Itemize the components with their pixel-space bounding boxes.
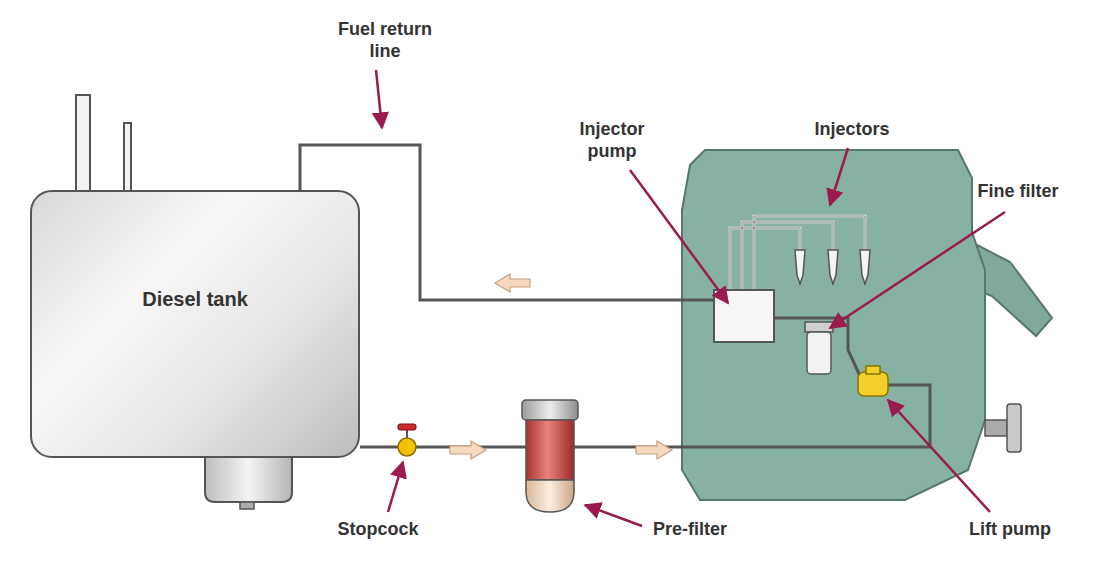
part-label: Pre-filter bbox=[630, 518, 750, 540]
part-label: Stopcock bbox=[318, 518, 438, 540]
pre-filter-cap bbox=[522, 400, 578, 420]
pre-filter-bowl bbox=[526, 480, 574, 512]
leader-line bbox=[888, 400, 990, 512]
flow-arrow bbox=[495, 274, 530, 292]
leader-line bbox=[830, 148, 848, 205]
lift-pump-lever bbox=[866, 366, 880, 374]
diesel-tank: Diesel tank bbox=[30, 190, 360, 458]
pre-filter-element bbox=[526, 420, 574, 480]
fuel-return-pipe bbox=[300, 145, 715, 300]
leader-line bbox=[630, 170, 728, 303]
flow-arrow bbox=[636, 441, 672, 459]
tank-sump bbox=[205, 455, 292, 502]
injector-nozzles bbox=[795, 250, 870, 284]
stopcock-handle bbox=[398, 424, 416, 430]
leader-line bbox=[376, 70, 382, 128]
lift-pump bbox=[858, 372, 888, 396]
vent-pipe bbox=[124, 123, 131, 195]
fuel-feed-pipe bbox=[360, 385, 930, 447]
part-label: Lift pump bbox=[950, 518, 1070, 540]
drain-plug bbox=[240, 502, 254, 509]
pulley bbox=[1007, 404, 1021, 452]
part-label: Fuel return line bbox=[325, 18, 445, 62]
leader-line bbox=[830, 212, 1005, 328]
flow-arrow bbox=[450, 441, 486, 459]
part-label: Injector pump bbox=[562, 118, 662, 162]
leader-line bbox=[585, 505, 642, 526]
crank-shaft bbox=[985, 420, 1007, 436]
fine-filter bbox=[807, 332, 831, 374]
fine-filter-head bbox=[805, 322, 833, 332]
tank-label: Diesel tank bbox=[140, 287, 250, 311]
pump-feed-pipe bbox=[775, 318, 860, 376]
leader-lines bbox=[376, 70, 1005, 526]
part-label: Fine filter bbox=[958, 180, 1078, 202]
stopcock-valve bbox=[398, 438, 416, 456]
part-label: Injectors bbox=[797, 118, 907, 140]
leader-line bbox=[388, 462, 403, 512]
filler-pipe bbox=[76, 95, 90, 195]
